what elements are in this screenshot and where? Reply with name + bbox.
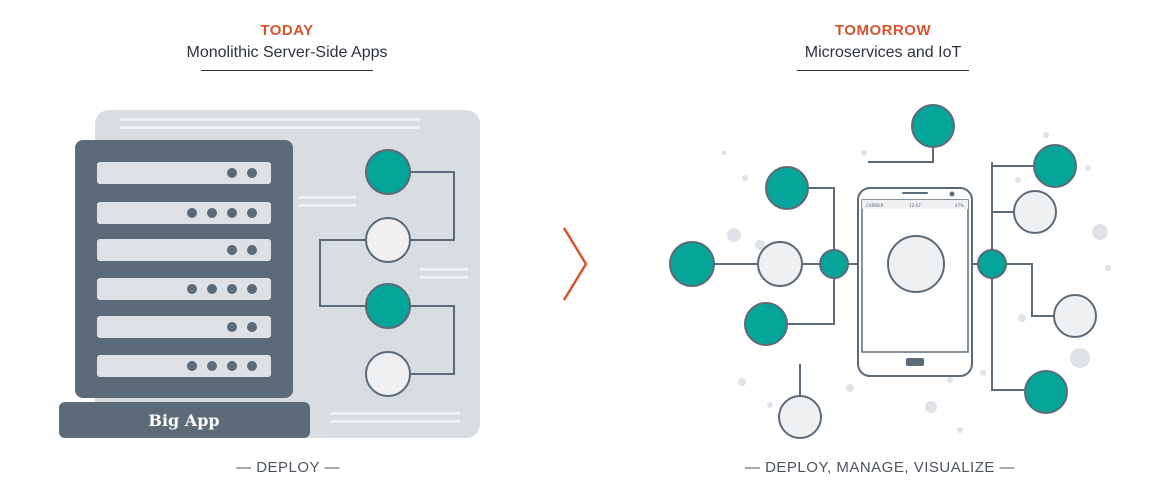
today-kicker: TODAY — [260, 22, 314, 39]
hub-node — [819, 249, 849, 279]
home-button-icon — [906, 358, 924, 366]
tomorrow-subtitle: Microservices and IoT — [804, 44, 962, 61]
server-slot — [97, 202, 271, 224]
server-slot — [97, 239, 271, 261]
service-node-light — [365, 351, 411, 397]
service-node-light — [1013, 190, 1057, 234]
monolith-connectors — [319, 171, 455, 375]
phone-status-carrier: CARRIER — [866, 203, 884, 208]
dot-row — [298, 204, 356, 207]
smartphone: CARRIER 12:47 47% — [857, 187, 973, 377]
tomorrow-kicker: TOMORROW — [834, 22, 932, 39]
phone-status-battery: 47% — [955, 203, 964, 208]
dot-row — [420, 276, 468, 279]
big-app-label: Big App — [148, 411, 219, 430]
deploy-caption: — DEPLOY — — [236, 459, 340, 476]
dot-row — [120, 118, 420, 121]
network-nodes — [669, 104, 1097, 439]
hub-node — [977, 249, 1007, 279]
service-node-teal — [365, 149, 411, 195]
service-node-light — [757, 241, 803, 287]
monolith-nodes — [365, 149, 411, 397]
today-underline — [201, 70, 373, 71]
monolith-illustration: Big App — [59, 110, 480, 438]
dot-row — [330, 420, 460, 423]
tomorrow-underline — [797, 70, 969, 71]
today-heading: TODAY Monolithic Server-Side Apps — [107, 22, 467, 71]
deploy-manage-visualize-caption: — DEPLOY, MANAGE, VISUALIZE — — [744, 459, 1016, 476]
dot-row — [298, 196, 356, 199]
phone-status-bar — [862, 200, 968, 209]
server-slot — [97, 278, 271, 300]
service-node-light — [1053, 294, 1097, 338]
microservices-illustration: CARRIER 12:47 47% — [669, 104, 1111, 439]
app-node — [887, 235, 945, 293]
backdrop-dot-rows — [120, 118, 468, 423]
server-slot — [97, 316, 271, 338]
server-slots — [97, 162, 271, 377]
service-node-teal — [911, 104, 955, 148]
service-node-teal — [744, 302, 788, 346]
server-slot — [97, 355, 271, 377]
service-node-teal — [669, 241, 715, 287]
service-node-light — [365, 217, 411, 263]
speaker-icon — [902, 192, 928, 194]
service-node-teal — [1024, 370, 1068, 414]
dot-row — [420, 268, 468, 271]
camera-icon — [949, 191, 955, 197]
chevron-right-icon — [562, 227, 588, 301]
today-subtitle: Monolithic Server-Side Apps — [186, 44, 388, 61]
tomorrow-heading: TOMORROW Microservices and IoT — [703, 22, 1063, 71]
big-app-banner — [59, 402, 310, 438]
background-dots — [697, 132, 1111, 433]
dot-row — [330, 412, 460, 415]
dot-row — [120, 126, 420, 129]
service-node-teal — [365, 283, 411, 329]
service-node-light — [778, 395, 822, 439]
service-node-teal — [1033, 144, 1077, 188]
service-node-teal — [765, 166, 809, 210]
phone-status-time: 12:47 — [909, 203, 921, 208]
server-slot — [97, 162, 271, 184]
